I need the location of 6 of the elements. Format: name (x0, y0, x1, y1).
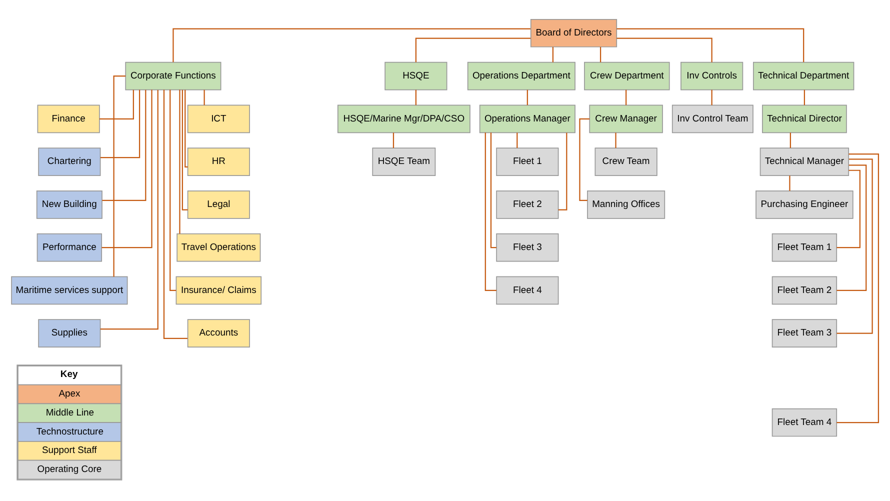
legend-label: Support Staff (42, 444, 97, 455)
legend-label: Apex (58, 387, 80, 398)
legend-label: Operating Core (37, 462, 102, 474)
label: Key (60, 367, 78, 378)
legend-label: Technostructure (36, 424, 104, 436)
legend-label: Middle Line (46, 406, 94, 417)
